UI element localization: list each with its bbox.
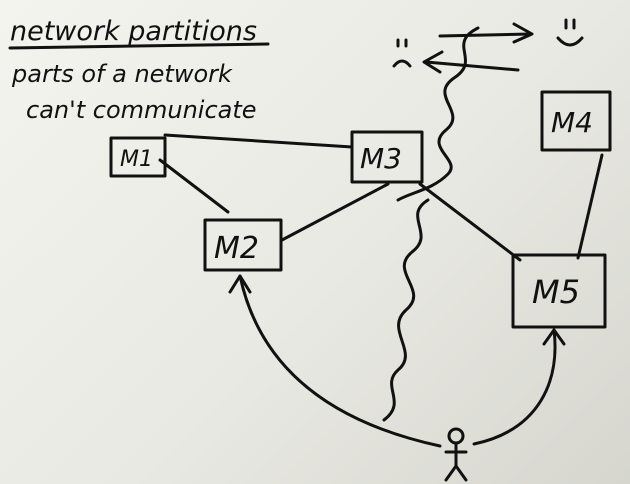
stick-figure-icon bbox=[444, 427, 468, 482]
title-underline bbox=[8, 42, 270, 50]
subtitle-line-1: parts of a network bbox=[11, 60, 233, 88]
machine-m2-label: M2 bbox=[214, 231, 259, 266]
machine-m2: M2 bbox=[203, 218, 283, 272]
machine-m5-label: M5 bbox=[532, 273, 580, 311]
machine-m3-label: M3 bbox=[360, 142, 402, 175]
message-arrow-left-head bbox=[422, 50, 444, 74]
machine-m5: M5 bbox=[511, 253, 607, 329]
subtitle-line-2: can't communicate bbox=[26, 96, 257, 124]
machine-m4: M4 bbox=[540, 90, 612, 152]
machine-m1: M1 bbox=[109, 136, 167, 178]
request-arrow-to-m2-head bbox=[228, 274, 252, 294]
machine-m4-label: M4 bbox=[551, 106, 593, 139]
happy-face-icon bbox=[556, 18, 584, 47]
link-m1-m3 bbox=[163, 133, 354, 149]
message-arrow-right bbox=[438, 32, 532, 38]
machine-m1-label: M1 bbox=[120, 147, 153, 172]
diagram-title: network partitions bbox=[10, 16, 257, 47]
sad-face-icon bbox=[392, 38, 412, 68]
link-m1-m2 bbox=[158, 158, 230, 214]
request-arrow-to-m5-head bbox=[542, 328, 566, 346]
request-arrow-to-m5 bbox=[472, 328, 557, 446]
partition-squiggle-lower bbox=[382, 198, 430, 422]
machine-m3: M3 bbox=[350, 130, 424, 184]
link-m4-m5 bbox=[576, 153, 604, 260]
link-m3-m5 bbox=[418, 182, 522, 262]
message-arrow-left bbox=[424, 60, 520, 72]
request-arrow-to-m2 bbox=[238, 274, 442, 448]
partition-squiggle-upper bbox=[396, 26, 480, 202]
link-m2-m3 bbox=[280, 182, 390, 242]
message-arrow-right-head bbox=[512, 22, 534, 44]
